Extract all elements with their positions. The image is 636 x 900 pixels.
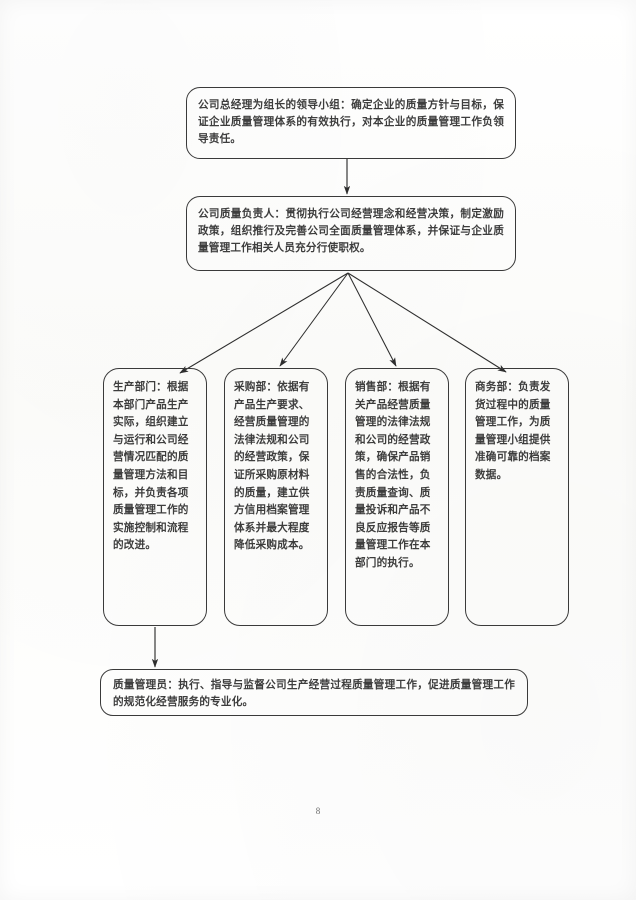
node-business-department-text: 商务部：负责发货过程中的质量管理工作，为质量管理小组提供准确可靠的档案数据。 (475, 381, 551, 481)
node-purchasing-department-text: 采购部：依据有产品生产要求、经营质量管理的法律法规和公司的经营政策，保证所采购原… (234, 381, 310, 552)
node-business-department: 商务部：负责发货过程中的质量管理工作，为质量管理小组提供准确可靠的档案数据。 (465, 368, 569, 626)
node-sales-department-text: 销售部：根据有关产品经营质量管理的法律法规和公司的经营政策，确保产品销售的合法性… (355, 381, 431, 569)
edge-quality-officer-to-sales (347, 272, 397, 367)
node-quality-manager: 质量管理员：执行、指导与监督公司生产经营过程质量管理工作，促进质量管理工作的规范… (100, 669, 528, 716)
node-company-quality-officer-text: 公司质量负责人：贯彻执行公司经营理念和经营决策，制定激励政策，组织推行及完善公司… (198, 208, 504, 255)
edge-quality-officer-to-production (179, 272, 349, 374)
edge-quality-officer-to-purchasing (279, 272, 349, 367)
edge-quality-officer-to-business (347, 272, 507, 373)
node-leadership-group-text: 公司总经理为组长的领导小组：确定企业的质量方针与目标，保证企业质量管理体系的有效… (198, 99, 504, 146)
node-quality-manager-text: 质量管理员：执行、指导与监督公司生产经营过程质量管理工作，促进质量管理工作的规范… (113, 679, 515, 709)
page-number: 8 (315, 806, 321, 816)
node-production-department-text: 生产部门：根据本部门产品生产实际，组织建立与运行和公司经营情况匹配的质量管理方法… (113, 381, 189, 552)
node-company-quality-officer: 公司质量负责人：贯彻执行公司经营理念和经营决策，制定激励政策，组织推行及完善公司… (186, 196, 516, 271)
node-sales-department: 销售部：根据有关产品经营质量管理的法律法规和公司的经营政策，确保产品销售的合法性… (345, 368, 449, 626)
node-production-department: 生产部门：根据本部门产品生产实际，组织建立与运行和公司经营情况匹配的质量管理方法… (103, 368, 207, 626)
node-purchasing-department: 采购部：依据有产品生产要求、经营质量管理的法律法规和公司的经营政策，保证所采购原… (224, 368, 328, 626)
node-leadership-group: 公司总经理为组长的领导小组：确定企业的质量方针与目标，保证企业质量管理体系的有效… (186, 87, 516, 159)
